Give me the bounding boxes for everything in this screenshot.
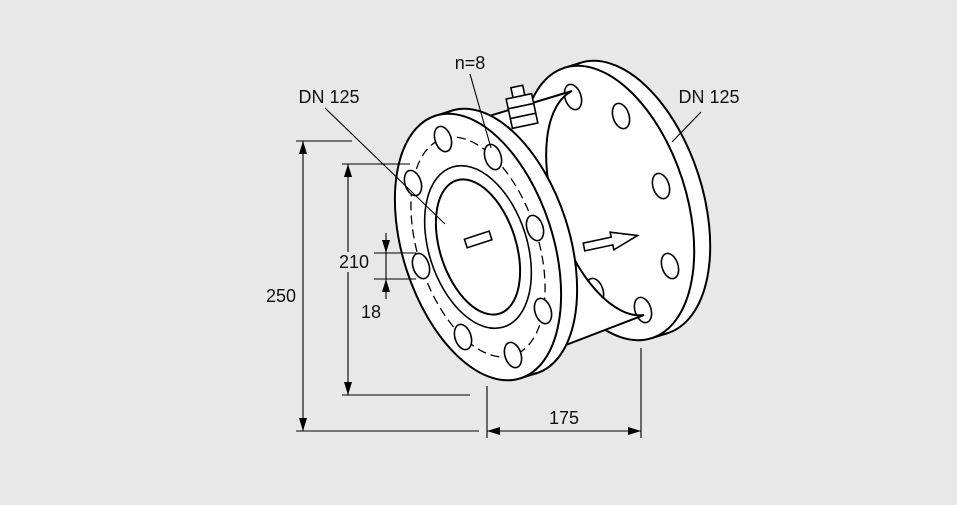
front-flange-bolt-hole <box>525 214 545 242</box>
front-flange-bolt-hole <box>503 341 523 369</box>
front-flange-front-face <box>393 112 563 382</box>
label-bolt-count: n=8 <box>455 53 486 73</box>
leader-dn125-left <box>324 107 446 225</box>
label-dim-210: 210 <box>339 252 369 272</box>
label-dn125-right: DN 125 <box>678 87 739 107</box>
front-flange-bolt-hole <box>533 297 553 325</box>
bore <box>434 178 522 316</box>
raised-face <box>423 164 533 330</box>
front-flange-bolt-hole <box>453 323 473 351</box>
label-dn125-left: DN 125 <box>298 87 359 107</box>
leader-dn125-right <box>671 111 702 143</box>
rear-flange-bolt-hole <box>563 83 583 111</box>
valve-disc-slot <box>463 230 493 249</box>
label-dim-250: 250 <box>266 286 296 306</box>
rear-flange-bolt-hole <box>660 252 680 280</box>
rear-flange-bolt-hole <box>651 172 671 200</box>
front-flange-bolt-hole <box>411 252 431 280</box>
label-dim-18: 18 <box>361 302 381 322</box>
front-flange-bolt-hole <box>483 143 503 171</box>
rear-flange-bolt-hole <box>611 102 631 130</box>
bleed-plug <box>505 84 539 130</box>
leader-bolt-count <box>469 73 492 149</box>
front-flange-bolt-hole <box>433 125 453 153</box>
flow-direction-arrow-icon <box>582 231 640 252</box>
label-dim-175: 175 <box>549 408 579 428</box>
